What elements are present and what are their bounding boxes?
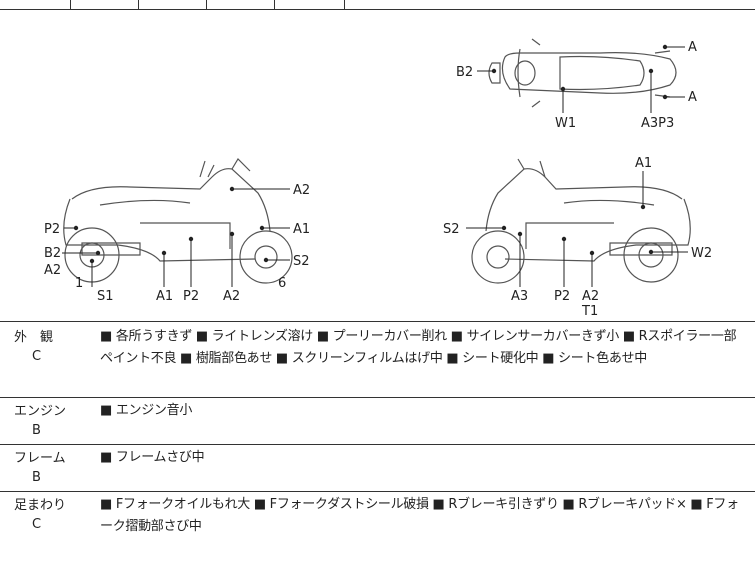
right-view-label: A3 [511, 289, 528, 304]
category-name: エンジン [14, 404, 67, 419]
column-divider [206, 0, 207, 9]
top-view-label: A [688, 90, 697, 105]
section-category: フレーム B [14, 449, 84, 487]
top-view-label: B2 [456, 65, 473, 80]
section-notes: ■ エンジン音小 [100, 403, 193, 418]
top-view-label: A [688, 40, 697, 55]
category-grade: C [32, 517, 42, 532]
engine-section: エンジン B ■ エンジン音小 [0, 398, 755, 444]
frame-section: フレーム B ■ フレームさび中 [0, 445, 755, 491]
leader-lines [62, 46, 688, 287]
column-divider [274, 0, 275, 9]
left-view-label: S2 [293, 254, 310, 269]
left-view-label: A1 [293, 222, 310, 237]
section-notes: ■ フレームさび中 [100, 450, 205, 465]
category-grade: B [32, 470, 41, 485]
divider [0, 397, 755, 398]
section-notes: ■ 各所うすきず ■ ライトレンズ溶け ■ プーリーカバー削れ ■ サイレンサー… [100, 329, 737, 366]
divider [0, 444, 755, 445]
scooter-diagram-svg: A A B2 W1 A3P3 A2 P2 A1 S2 B2 A2 1 S1 A1… [44, 38, 712, 319]
scooter-right-view [471, 158, 691, 284]
column-divider [138, 0, 139, 9]
category-name: 足まわり [14, 498, 67, 513]
left-view-label: A2 [44, 263, 61, 278]
section-category: エンジン B [14, 402, 84, 440]
left-view-label: A2 [223, 289, 240, 304]
left-view-label: P2 [44, 222, 60, 237]
divider [0, 321, 755, 322]
right-view-label: A2 [582, 289, 599, 304]
right-view-label: A1 [635, 156, 652, 171]
section-category: 外 観 C [14, 328, 84, 366]
left-view-label: A1 [156, 289, 173, 304]
left-view-label: A2 [293, 183, 310, 198]
column-divider [344, 0, 345, 9]
left-view-label: P2 [183, 289, 199, 304]
category-name: 外 観 [14, 330, 54, 345]
scooter-top-view [488, 38, 677, 108]
left-view-label: B2 [44, 246, 61, 261]
right-view-label: P2 [554, 289, 570, 304]
top-view-label: W1 [555, 116, 576, 131]
left-view-label: 6 [278, 276, 286, 291]
right-view-label: W2 [691, 246, 712, 261]
column-divider [70, 0, 71, 9]
left-view-label: S1 [97, 289, 114, 304]
category-name: フレーム [14, 451, 66, 466]
section-category: 足まわり C [14, 496, 84, 534]
suspension-section: 足まわり C ■ Fフォークオイルもれ大 ■ Fフォークダストシール破損 ■ R… [0, 492, 755, 561]
exterior-section: 外 観 C ■ 各所うすきず ■ ライトレンズ溶け ■ プーリーカバー削れ ■ … [0, 322, 755, 397]
section-notes: ■ Fフォークオイルもれ大 ■ Fフォークダストシール破損 ■ Rブレーキ引きず… [100, 497, 739, 534]
right-view-label: S2 [443, 222, 460, 237]
divider [0, 491, 755, 492]
left-view-label: 1 [75, 276, 83, 291]
category-grade: B [32, 423, 41, 438]
damage-diagram: A A B2 W1 A3P3 A2 P2 A1 S2 B2 A2 1 S1 A1… [0, 9, 755, 321]
right-view-label: T1 [581, 304, 598, 319]
top-view-label: A3P3 [641, 116, 674, 131]
scooter-left-view [63, 158, 293, 284]
marker-dots [73, 44, 668, 264]
table-top-border [0, 9, 755, 10]
category-grade: C [32, 349, 42, 364]
